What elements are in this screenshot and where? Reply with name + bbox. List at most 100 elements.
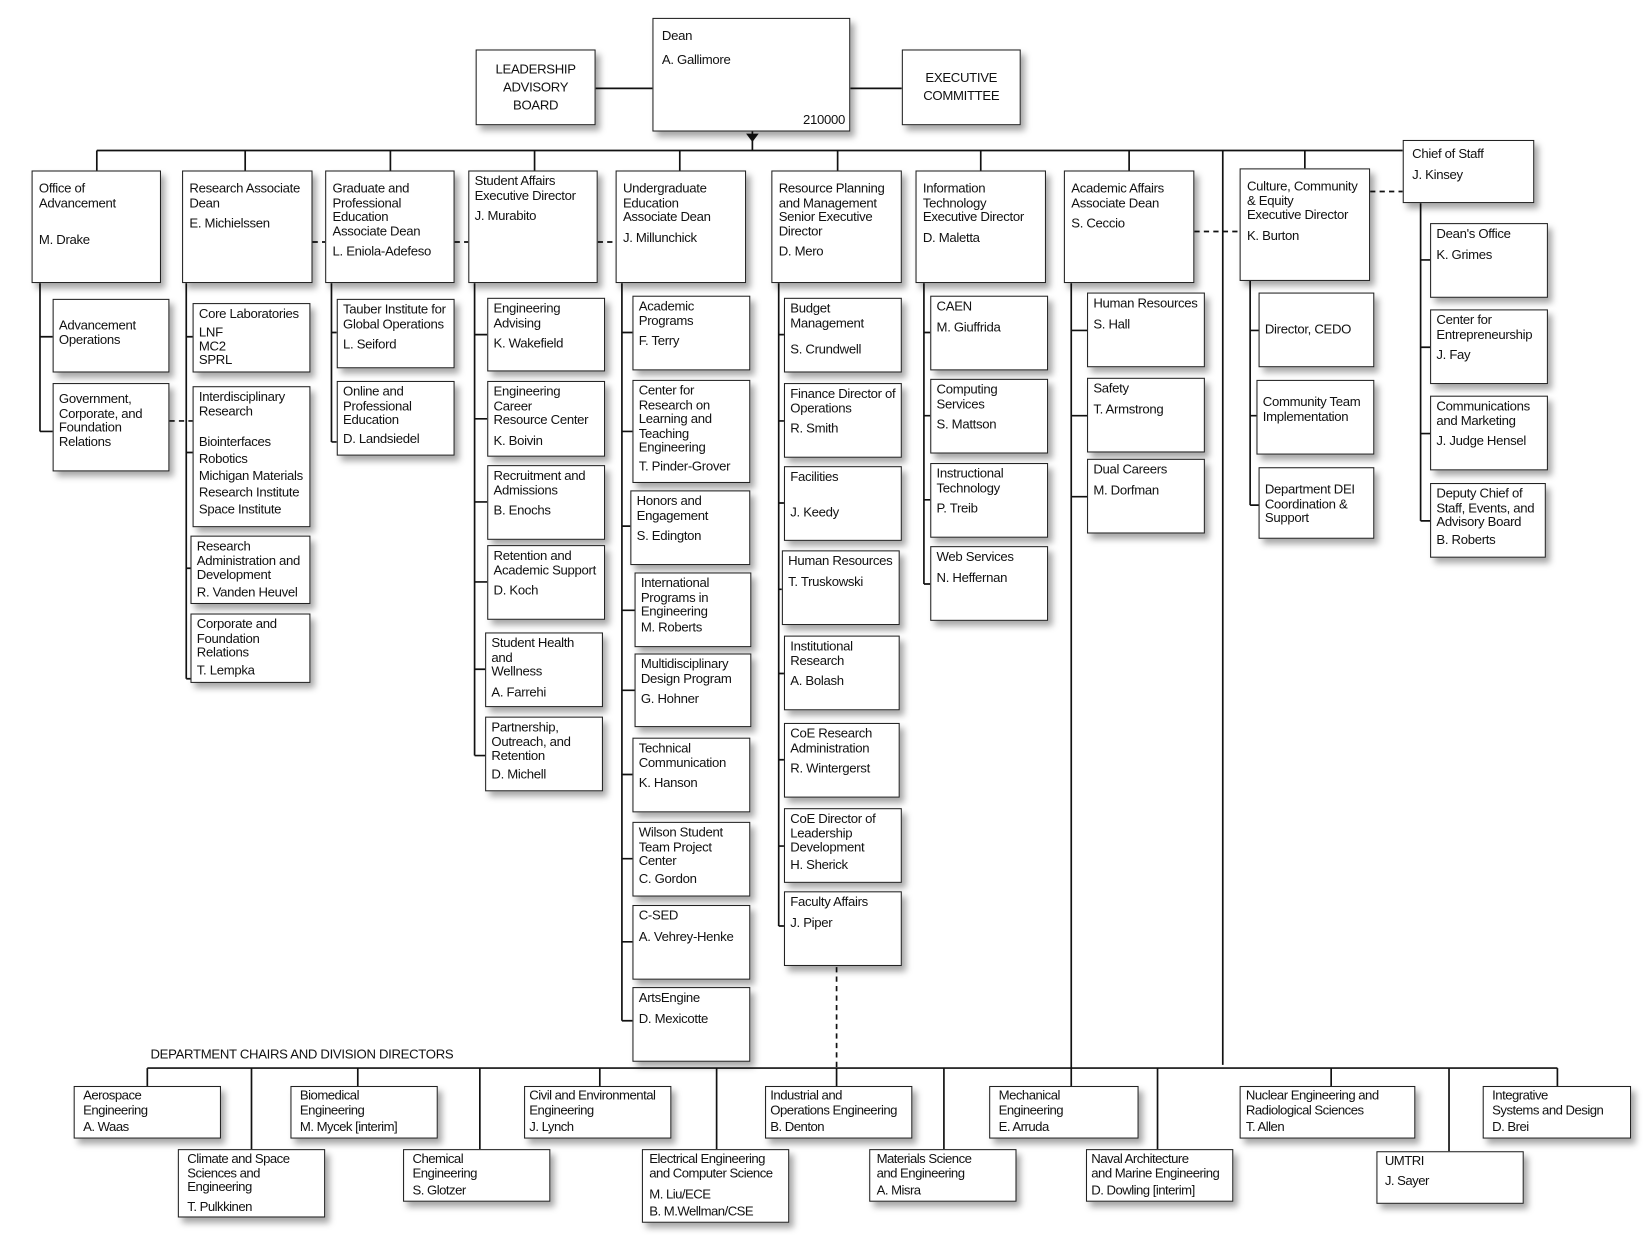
box-title: Information Technology Executive Directo… [922, 180, 1024, 225]
box-title: Electrical Engineering and Computer Scie… [649, 1151, 773, 1181]
box-person: D. Dowling [interim] [1091, 1182, 1195, 1198]
box-person: L. Eniola-Adefeso [332, 244, 432, 259]
box-title: UMTRI [1384, 1153, 1425, 1169]
box-title: Dean's Office [1436, 226, 1511, 241]
box-title: Budget Management [790, 300, 864, 330]
box-title: Faculty Affairs [790, 894, 868, 910]
box-title: Government, Corporate, and Foundation Re… [58, 391, 143, 449]
box-person: S. Ceccio [1071, 215, 1125, 231]
box-person: R. Wintergerst [790, 760, 870, 776]
box-person: Biointerfaces Robotics Michigan Material… [198, 434, 303, 517]
box-person: M. Giuffrida [936, 319, 1001, 335]
box-person: S. Crundwell [790, 341, 862, 357]
box-title: Academic Affairs Associate Dean [1071, 180, 1164, 210]
box-person: M. Drake [38, 232, 90, 248]
box-person: A. Misra [876, 1182, 922, 1198]
box-person: J. Piper [790, 914, 833, 930]
box-person: A. Waas [83, 1119, 129, 1135]
box-person: J. Sayer [1384, 1172, 1430, 1188]
unit-box: Faculty Affairs J. Piper [783, 891, 902, 967]
box-person: E. Arruda [998, 1119, 1050, 1135]
box-title: Undergraduate Education Associate Dean [622, 180, 711, 225]
box-title: Wilson Student Team Project Center [638, 825, 723, 869]
box-person: J. Keedy [790, 504, 839, 520]
unit-box: Advancement Operations [52, 298, 170, 373]
department-box: Climate and Space Sciences and Engineeri… [177, 1149, 326, 1218]
box-person: D. Brei [1492, 1119, 1529, 1135]
box-title: Mechanical Engineering [998, 1088, 1064, 1118]
box-title: Partnership, Outreach, and Retention [491, 719, 571, 763]
box-title: Biomedical Engineering [299, 1088, 365, 1118]
box-person: B. Enochs [493, 502, 551, 518]
box-title: Resource Planning and Management Senior … [778, 180, 885, 239]
box-person: T. Pulkkinen [187, 1199, 252, 1214]
box-person: S. Mattson [936, 416, 997, 432]
dean-code: 210000 [802, 112, 845, 127]
box-person: D. Michell [491, 766, 547, 782]
box-title: Advancement Operations [58, 317, 136, 347]
department-box: Naval Architecture and Marine Engineerin… [1085, 1149, 1234, 1202]
box-person: A. Farrehi [491, 684, 547, 700]
box-title: Community Team Implementation [1262, 394, 1361, 424]
box-person: T. Lempka [196, 662, 255, 678]
box-person: T. Pinder-Grover [638, 458, 731, 474]
box-title: Corporate and Foundation Relations [196, 616, 277, 660]
box-person: K. Wakefield [493, 335, 564, 351]
box-title: Engineering Advising [493, 300, 561, 330]
box-person: K. Boivin [493, 433, 543, 448]
unit-box: Director, CEDO [1258, 292, 1375, 368]
unit-box: Corporate and Foundation Relations T. Lem… [190, 613, 311, 683]
box-title: International Programs in Engineering [640, 575, 710, 619]
box-title: Dual Careers [1093, 461, 1168, 477]
box-person: N. Heffernan [936, 569, 1008, 585]
box-title: Academic Programs [638, 298, 695, 328]
box-person: J. Kinsey [1412, 166, 1463, 182]
box-person: J. Murabito [474, 208, 537, 224]
box-title: Technical Communication [638, 740, 727, 770]
box-title: Recruitment and Admissions [493, 468, 586, 498]
box-person: S. Edington [636, 528, 702, 543]
box-title: Research Associate Dean [189, 180, 300, 210]
box-title: Materials Science and Engineering [876, 1151, 972, 1181]
box-person: B. Denton [770, 1119, 825, 1135]
unit-box: Partnership, Outreach, and Retention D. M… [485, 716, 603, 792]
box-title: Multidisciplinary Design Program [640, 656, 732, 686]
box-title: Aerospace Engineering [83, 1088, 148, 1118]
box-person: T. Armstrong [1093, 401, 1164, 417]
box-person: J. Lynch [529, 1119, 574, 1135]
box-title: Human Resources [1093, 295, 1198, 311]
unit-box: Engineering Advising K. Wakefield [487, 297, 606, 372]
box-title: EXECUTIVE COMMITTEE [923, 70, 1000, 104]
box-person: T. Truskowski [788, 574, 864, 589]
box-title: C-SED [638, 908, 679, 923]
box-title: Director, CEDO [1264, 322, 1352, 337]
box-title: Culture, Community & Equity Executive Di… [1246, 178, 1358, 223]
box-person: K. Grimes [1436, 246, 1493, 262]
box-title: CoE Director of Leadership Development [790, 811, 876, 855]
